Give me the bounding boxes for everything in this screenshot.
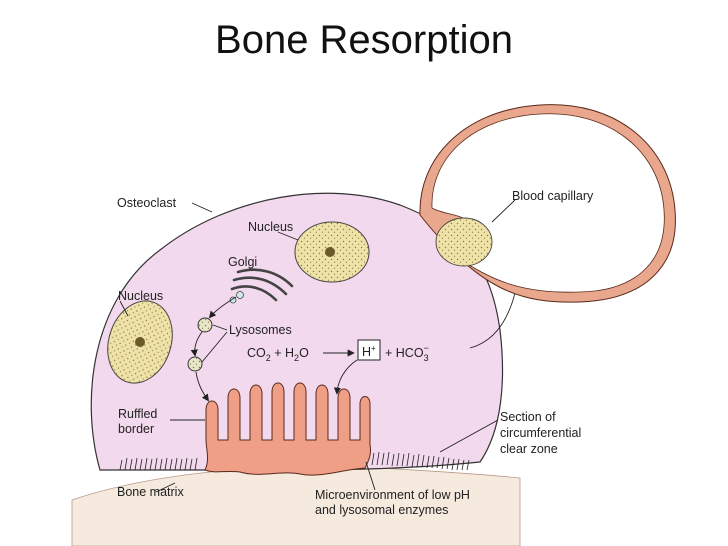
nucleus-left (107, 300, 173, 384)
lysosome-2 (187, 356, 203, 372)
osteoclast-label: Osteoclast (117, 196, 177, 210)
ruffled-border (204, 382, 371, 476)
nucleus-top-leader (277, 231, 299, 241)
golgi-apparatus (230, 268, 294, 302)
slide-title: Bone Resorption (215, 18, 513, 62)
golgi-to-lysosome-arrow (208, 296, 237, 319)
bone-matrix (71, 465, 521, 546)
clear-zone-right (371, 451, 470, 471)
golgi-label: Golgi (228, 255, 257, 269)
ruffled-label-line2: border (118, 422, 154, 436)
h-ion-box (357, 339, 381, 361)
osteoclast-leader (191, 202, 213, 213)
blood-capillary (419, 104, 676, 303)
nucleus-top (294, 221, 370, 283)
lysosome-1 (197, 317, 213, 333)
section-label-line3: clear zone (500, 442, 558, 456)
section-label-line2: circumferential (500, 426, 581, 440)
nucleus-left-label: Nucleus (118, 289, 163, 303)
bicarbonate-label: + HCO3− (385, 343, 429, 363)
reaction-equation-left: CO2 + H2O (247, 346, 309, 363)
bone-matrix-leader (155, 482, 176, 493)
lysosome-leader-1 (212, 324, 228, 331)
bone-matrix-label: Bone matrix (117, 485, 184, 499)
lysosomes-label: Lysosomes (229, 323, 292, 337)
capillary-leader (491, 199, 516, 223)
clear-zone-left (119, 457, 198, 471)
ruffled-label-line1: Ruffled (118, 407, 157, 421)
h-ion-label: H+ (362, 344, 376, 359)
micro-leader (365, 461, 376, 491)
h-ion-to-ruffled-arrow (333, 359, 358, 395)
section-leader (439, 419, 499, 453)
lysosome-to-lysosome-arrow (190, 331, 203, 357)
nucleus-top-label: Nucleus (248, 220, 293, 234)
section-label-line1: Section of (500, 410, 556, 424)
lysosome-leader-2 (201, 331, 228, 363)
blood-capillary-label: Blood capillary (512, 189, 594, 203)
golgi-vesicles (229, 291, 244, 304)
micro-label-line2: and lysosomal enzymes (315, 503, 448, 517)
micro-label-line1: Microenvironment of low pH (315, 488, 470, 502)
nucleus-left-leader (119, 300, 129, 317)
lysosome-to-ruffled-arrow (195, 371, 210, 402)
